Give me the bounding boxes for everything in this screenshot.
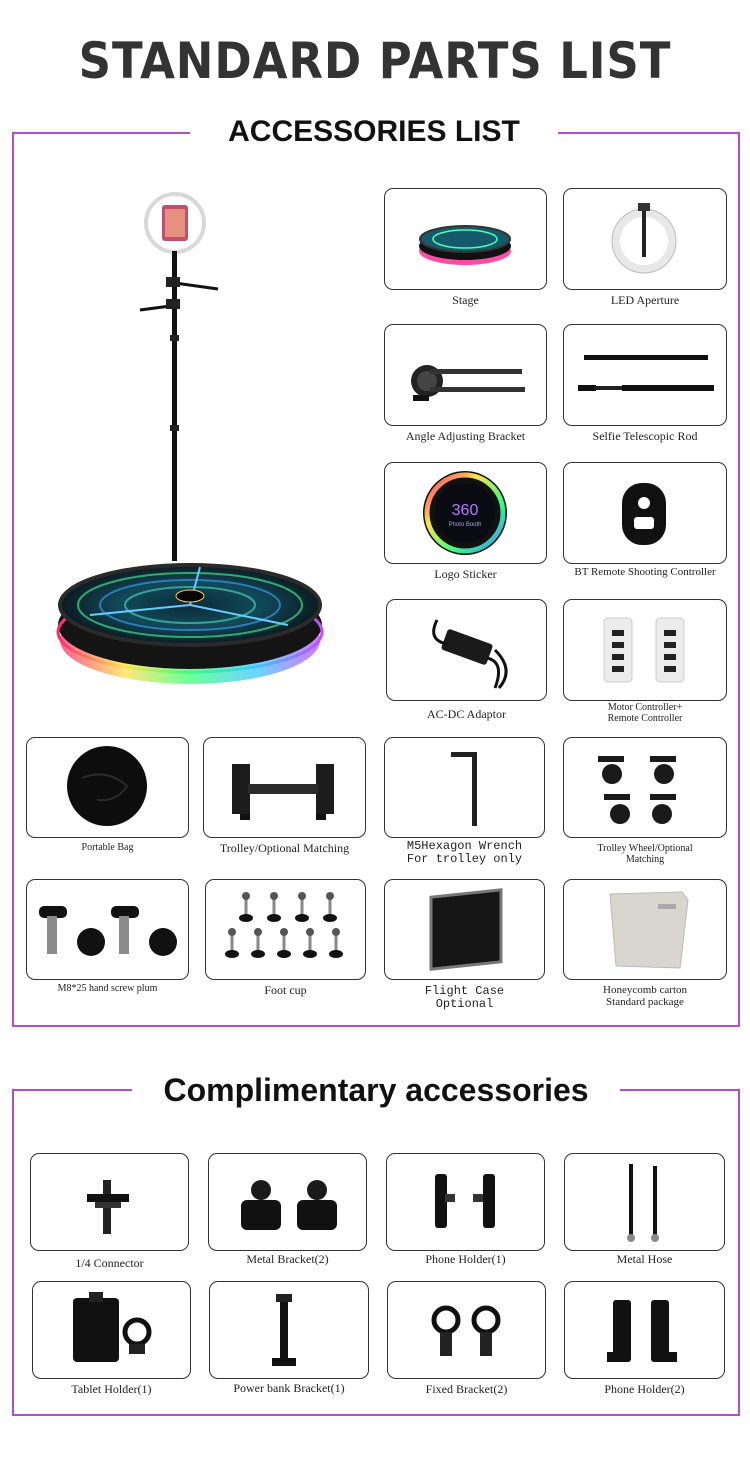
foot-cup-icon xyxy=(225,928,239,958)
trolley-image xyxy=(232,764,334,820)
carton-image xyxy=(609,891,689,969)
bt-remote-box xyxy=(563,462,727,564)
portable-bag-image xyxy=(67,746,147,826)
flight-case-box xyxy=(384,879,545,980)
complimentary-heading: Complimentary accessories xyxy=(132,1071,620,1109)
logo-360-text: 360 xyxy=(452,502,479,519)
metal-hose-label: Metal Hose xyxy=(616,1252,673,1266)
angle-bracket-image xyxy=(411,365,525,401)
portable-bag-label: Portable Bag xyxy=(81,842,134,853)
foot-cup-icon xyxy=(239,892,253,922)
led-aperture-box xyxy=(563,188,727,290)
photo-booth-image xyxy=(50,185,335,710)
adaptor-image xyxy=(432,619,508,689)
flight-case-image xyxy=(429,888,503,971)
foot-cup-box xyxy=(205,879,366,980)
telescopic-rod-label: Selfie Telescopic Rod xyxy=(592,429,698,443)
fixed-bracket-box xyxy=(387,1281,546,1379)
tablet-holder-image xyxy=(73,1292,152,1362)
hex-wrench-image xyxy=(451,752,477,826)
foot-cup-label: Foot cup xyxy=(264,983,307,997)
phone-holder-2-box xyxy=(564,1281,725,1379)
power-bank-bracket-label: Power bank Bracket(1) xyxy=(233,1381,345,1395)
trolley-wheel-box xyxy=(563,737,727,838)
connector-label: 1/4 Connector xyxy=(75,1256,144,1270)
stage-label: Stage xyxy=(452,293,479,307)
foot-cup-icon xyxy=(267,892,281,922)
stage-box xyxy=(384,188,547,290)
metal-hose-box xyxy=(564,1153,725,1251)
metal-bracket-box xyxy=(208,1153,367,1251)
logo-sticker-image: 360 Photo Booth xyxy=(423,471,507,555)
phone-holder-2-label: Phone Holder(2) xyxy=(604,1382,685,1396)
portable-bag-box xyxy=(26,737,189,838)
foot-cup-icon xyxy=(329,928,343,958)
tablet-holder-box xyxy=(32,1281,191,1379)
motor-controller-image xyxy=(603,617,685,683)
hand-screw-image xyxy=(39,906,177,956)
hex-wrench-box xyxy=(384,737,545,838)
tablet-holder-label: Tablet Holder(1) xyxy=(71,1382,152,1396)
stage-image xyxy=(419,225,511,265)
hex-wrench-label: M5Hexagon Wrench For trolley only xyxy=(406,839,523,866)
phone-holder-1-box xyxy=(386,1153,545,1251)
fixed-bracket-label: Fixed Bracket(2) xyxy=(425,1382,508,1396)
foot-cup-icon xyxy=(303,928,317,958)
trolley-wheel-image xyxy=(598,756,676,824)
honeycomb-carton-label: Honeycomb carton Standard package xyxy=(603,984,687,1008)
honeycomb-carton-box xyxy=(563,879,727,980)
connector-image xyxy=(87,1180,129,1234)
logo-sub-text: Photo Booth xyxy=(448,522,481,528)
logo-sticker-label: Logo Sticker xyxy=(434,567,497,581)
telescopic-rod-box xyxy=(563,324,727,426)
telescopic-rod-image xyxy=(578,355,714,391)
motor-controller-box xyxy=(563,599,727,701)
phone-holder-1-image xyxy=(435,1174,495,1228)
page-title: STANDARD PARTS LIST xyxy=(78,32,672,90)
connector-box xyxy=(30,1153,189,1251)
adaptor-box xyxy=(386,599,547,701)
foot-cup-icon xyxy=(323,892,337,922)
angle-bracket-box xyxy=(384,324,547,426)
trolley-wheel-label: Trolley Wheel/Optional Matching xyxy=(597,843,693,865)
angle-bracket-label: Angle Adjusting Bracket xyxy=(405,429,526,443)
trolley-label: Trolley/Optional Matching xyxy=(219,841,350,855)
foot-cup-image xyxy=(225,892,343,958)
fixed-bracket-image xyxy=(431,1305,501,1356)
foot-cup-icon xyxy=(277,928,291,958)
led-aperture-label: LED Aperture xyxy=(610,293,680,307)
metal-bracket-label: Metal Bracket(2) xyxy=(246,1252,329,1266)
flight-case-label: Flight Case Optional xyxy=(424,984,505,1011)
bt-remote-label: BT Remote Shooting Controller xyxy=(574,566,716,578)
adaptor-label: AC-DC Adaptor xyxy=(427,707,506,721)
phone-holder-2-image xyxy=(607,1300,677,1362)
hand-screw-box xyxy=(26,879,189,980)
foot-cup-icon xyxy=(251,928,265,958)
foot-cup-icon xyxy=(295,892,309,922)
phone-holder-1-label: Phone Holder(1) xyxy=(425,1252,506,1266)
power-bank-bracket-box xyxy=(209,1281,369,1379)
trolley-box xyxy=(203,737,366,838)
power-bank-bracket-image xyxy=(272,1294,296,1366)
hand-screw-label: M8*25 hand screw plum xyxy=(57,983,158,994)
metal-hose-image xyxy=(627,1164,659,1242)
motor-controller-label: Motor Controller+ Remote Controller xyxy=(607,702,683,724)
accessories-heading: ACCESSORIES LIST xyxy=(190,114,558,150)
ring-light-image xyxy=(611,203,677,274)
metal-bracket-image xyxy=(241,1180,337,1230)
bt-remote-image xyxy=(622,483,666,545)
logo-sticker-box: 360 Photo Booth xyxy=(384,462,547,564)
